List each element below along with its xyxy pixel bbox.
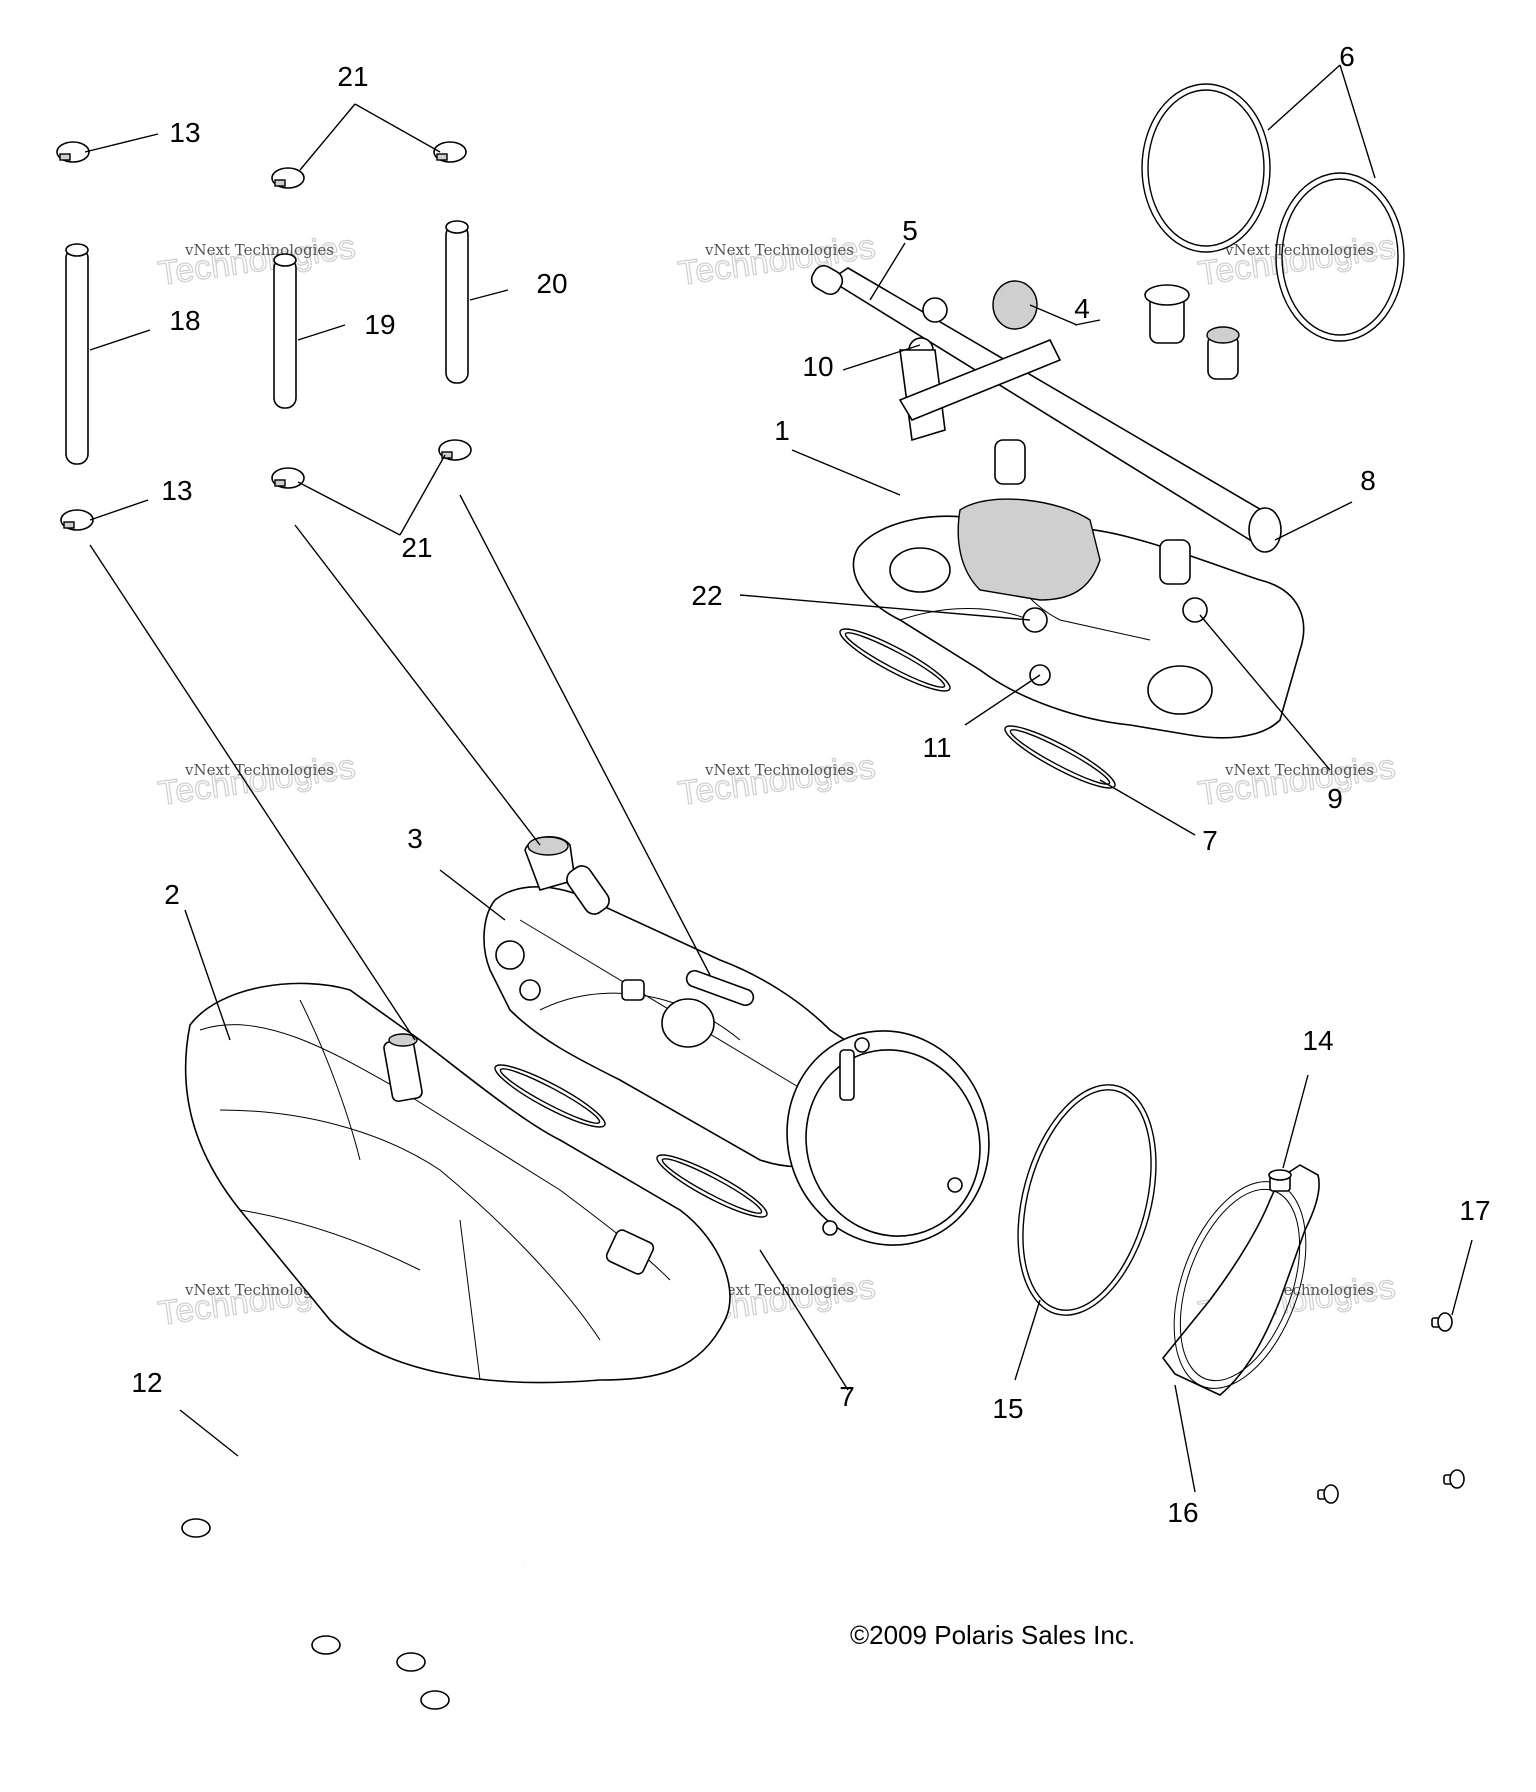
watermark: Technologies vNext Technologies (155, 747, 358, 813)
watermark-small: vNext Technologies (184, 1281, 334, 1299)
watermark-small: vNext Technologies (184, 241, 334, 259)
callout-label: 18 (169, 305, 200, 336)
watermark: Technologies vNext Technologies (155, 227, 358, 293)
hose-19 (273, 253, 297, 409)
callout-label: 14 (1302, 1025, 1333, 1056)
callout-label: 20 (536, 268, 567, 299)
callout-label: 21 (337, 61, 368, 92)
hose-clamp (438, 439, 472, 461)
hose-clamp (271, 167, 305, 189)
callout-label: 5 (902, 215, 918, 246)
callout-label: 12 (131, 1367, 162, 1398)
callout-label: 2 (164, 879, 180, 910)
callout-label: 7 (839, 1381, 855, 1412)
copyright-notice: ©2009 Polaris Sales Inc. (850, 1620, 1135, 1650)
screw-17 (1317, 1484, 1339, 1504)
hose-clamp (56, 141, 90, 163)
watermark: Technologies vNext Technologies (675, 747, 878, 813)
plug-14 (1268, 1169, 1292, 1192)
hose-clamp (271, 467, 305, 489)
o-ring-6 (1141, 83, 1271, 253)
gasket-7 (1004, 725, 1116, 789)
throttle-body-assembly (810, 264, 1305, 739)
intake-manifold (483, 836, 990, 1246)
hose-20 (445, 220, 469, 384)
watermark: Technologies vNext Technologies (1195, 227, 1398, 293)
callout-label: 19 (364, 309, 395, 340)
gasket-7 (656, 1154, 768, 1218)
screw-17 (1443, 1469, 1465, 1489)
watermark-small: vNext Technologies (1224, 761, 1374, 779)
bolt-12 (396, 1528, 505, 1672)
o-ring-15 (1017, 1084, 1157, 1316)
watermark: Technologies vNext Technologies (1195, 747, 1398, 813)
callout-label: 4 (1074, 293, 1090, 324)
callout-label: 9 (1327, 783, 1343, 814)
bolt-12 (420, 1563, 527, 1710)
callout-label: 13 (161, 475, 192, 506)
watermark-small: vNext Technologies (704, 1281, 854, 1299)
watermark-large: Technologies (1196, 748, 1398, 813)
hose-clamp (433, 141, 467, 163)
bolt-12 (181, 1398, 254, 1538)
callout-label: 11 (922, 732, 951, 763)
watermark-small: vNext Technologies (1224, 241, 1374, 259)
hose-clamp (60, 509, 94, 531)
callout-label: 10 (802, 351, 833, 382)
watermark-small: vNext Technologies (704, 761, 854, 779)
screw-17 (1431, 1312, 1453, 1332)
gasket-7 (839, 628, 951, 692)
callout-label: 13 (169, 117, 200, 148)
watermark-large: Technologies (676, 748, 878, 813)
callout-label: 7 (1202, 825, 1218, 856)
leader-lines (84, 64, 1473, 1493)
cover-plate-16 (1161, 1164, 1320, 1396)
callout-label: 17 (1459, 1195, 1490, 1226)
intake-silencer (184, 982, 731, 1384)
o-ring-6 (1275, 172, 1405, 342)
watermark-large: Technologies (156, 748, 358, 813)
callout-label: 16 (1167, 1497, 1198, 1528)
bolt-12 (311, 1494, 416, 1655)
callout-label: 21 (401, 532, 432, 563)
watermark-large: Technologies (1196, 228, 1398, 293)
callout-label: 1 (774, 415, 790, 446)
watermark-large: Technologies (156, 228, 358, 293)
callout-label: 15 (992, 1393, 1023, 1424)
callout-label: 6 (1339, 41, 1355, 72)
callout-label: 3 (407, 823, 423, 854)
gasket-7 (494, 1064, 606, 1128)
watermark-small: vNext Technologies (704, 241, 854, 259)
watermark-small: vNext Technologies (184, 761, 334, 779)
callouts: 21 13 18 19 20 13 21 3 2 5 4 10 1 8 22 1… (131, 41, 1490, 1528)
hose-18 (65, 243, 89, 465)
callout-label: 8 (1360, 465, 1376, 496)
callout-label: 22 (691, 580, 722, 611)
